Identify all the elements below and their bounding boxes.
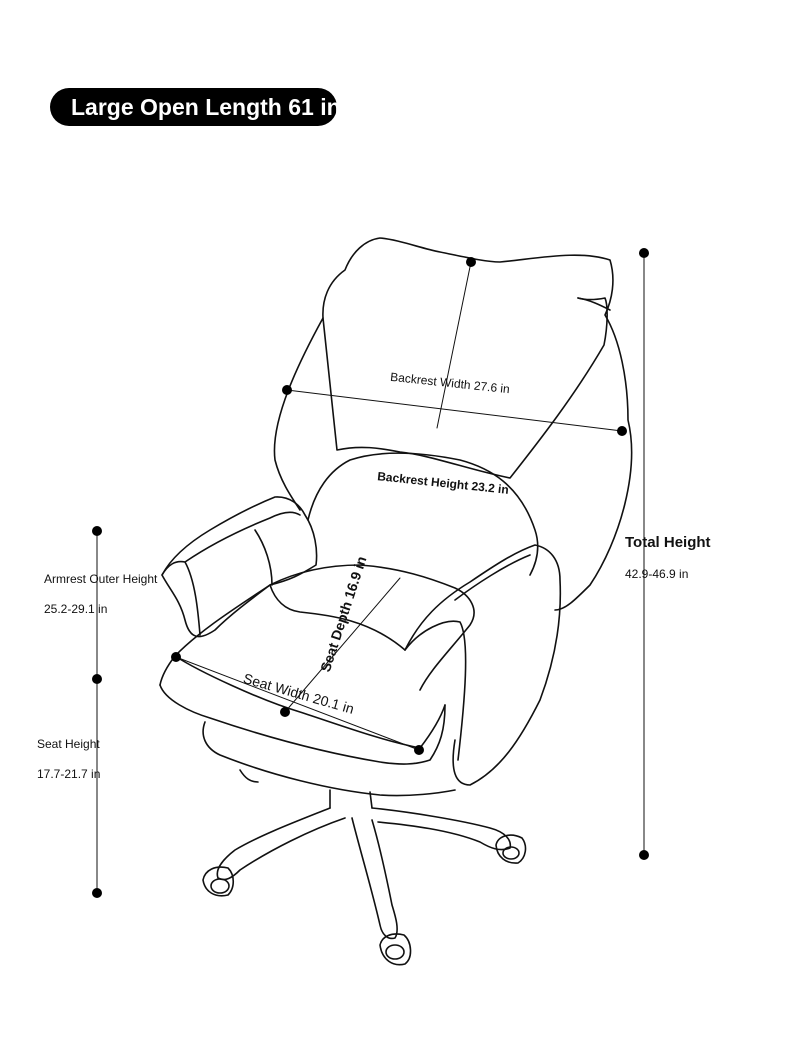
banner-text: Large Open Length 61 in [71, 94, 341, 120]
dot [466, 257, 476, 267]
base-leg-right [371, 807, 512, 851]
backrest-side-seam [577, 297, 611, 311]
armrest-height-value: 25.2-29.1 in [44, 602, 108, 616]
right-armrest-top [454, 554, 531, 601]
dot [414, 745, 424, 755]
headrest-panel [322, 297, 608, 479]
base-leg-front [351, 817, 398, 940]
lumbar-cushion [307, 452, 539, 576]
base-leg-left [216, 807, 346, 881]
armrest-height-title: Armrest Outer Height [44, 572, 158, 586]
footrest [202, 721, 456, 797]
caster-front [379, 933, 412, 966]
dot [92, 674, 102, 684]
left-armrest-top [184, 511, 301, 563]
seat-height-title: Seat Height [37, 737, 100, 751]
dot [92, 888, 102, 898]
left-armrest [161, 496, 318, 638]
caster-left [202, 866, 235, 897]
dot [171, 652, 181, 662]
seat-height-value: 17.7-21.7 in [37, 767, 101, 781]
mechanism [239, 769, 259, 783]
dot [280, 707, 290, 717]
gas-cylinder [329, 789, 373, 809]
backrest-height-line [436, 261, 472, 429]
seat-depth-line [284, 577, 401, 713]
dot [617, 426, 627, 436]
dot [282, 385, 292, 395]
total-height-value: 42.9-46.9 in [625, 567, 689, 581]
total-height-title: Total Height [625, 534, 711, 551]
seat-front-left [269, 584, 406, 651]
caster-right [495, 834, 527, 864]
measurement-lines [96, 252, 645, 894]
left-armrest-seam [254, 529, 273, 586]
left-armrest-front [161, 560, 201, 636]
product-length-banner: Large Open Length 61 in [50, 88, 341, 126]
right-armrest [404, 544, 562, 786]
backrest-outline [273, 237, 633, 611]
dot [92, 526, 102, 536]
right-armrest-front [404, 620, 467, 761]
backrest-width-line [286, 389, 623, 432]
seat-bottom [159, 684, 446, 765]
dot [639, 248, 649, 258]
measurement-dots [92, 248, 649, 898]
dot [639, 850, 649, 860]
seat-width-line [175, 656, 420, 751]
